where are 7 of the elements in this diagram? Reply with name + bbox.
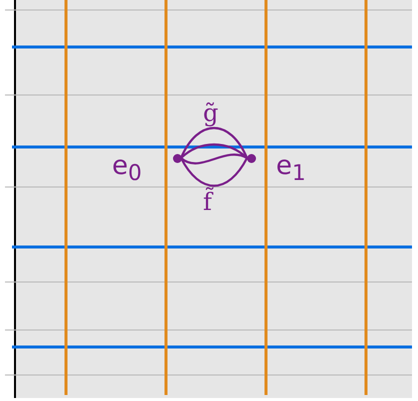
- edge-label: g̃: [203, 101, 218, 125]
- curve: [180, 143, 248, 159]
- vertex-label: e$_{1}$: [276, 153, 306, 188]
- curve: [180, 154, 248, 164]
- vertex-label: e$_{0}$: [112, 153, 142, 188]
- curve: [180, 127, 248, 158]
- curve: [180, 157, 248, 187]
